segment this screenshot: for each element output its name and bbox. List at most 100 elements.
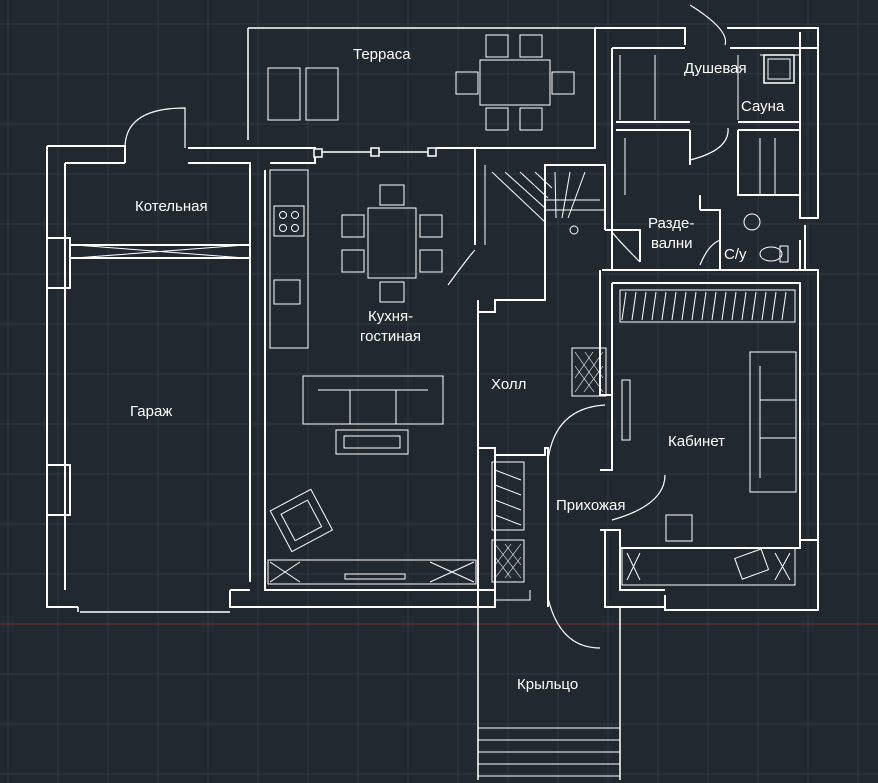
walls: [46, 27, 819, 780]
porch-steps: [478, 727, 620, 777]
stair-steps: [491, 171, 586, 223]
stair-door: [447, 249, 476, 286]
entry-mat: [491, 539, 525, 583]
hall-door: [547, 404, 606, 461]
wardrobe-hatch: [621, 291, 787, 321]
study-chair: [665, 514, 693, 542]
garage-inner-wall: [64, 162, 251, 590]
bath-door: [689, 4, 727, 46]
sofa-cushions: [318, 389, 428, 424]
dressing-door: [611, 231, 641, 263]
study-south-wall: [600, 529, 801, 591]
label-kitchen-line1: Кухня-: [368, 308, 413, 325]
wc-door: [699, 239, 721, 266]
wall-pier: [46, 464, 71, 516]
label-terrace: Терраса: [353, 46, 411, 63]
laptop: [734, 548, 770, 580]
bench-lines: [619, 54, 800, 120]
burner: [291, 211, 299, 219]
sauna-stove: [763, 54, 795, 84]
sauna-bench: [624, 138, 776, 195]
outer-wall-west: [46, 145, 316, 608]
label-porch: Крыльцо: [517, 676, 578, 693]
chair: [341, 249, 365, 273]
entry-partition: [495, 447, 549, 607]
label-kitchen-line2: гостиная: [360, 328, 421, 345]
burner: [279, 224, 287, 232]
hall-mat: [571, 347, 607, 397]
chair: [485, 34, 509, 58]
armchair: [269, 488, 334, 553]
stair-post: [569, 225, 579, 235]
doors: [124, 4, 729, 649]
label-entry-hall: Прихожая: [556, 497, 626, 514]
room-labels: Терраса Душевая Сауна Котельная Разде- в…: [130, 46, 785, 693]
kitchen-counter: [269, 169, 309, 349]
stair-outline: [484, 165, 605, 245]
porch-sides: [477, 607, 621, 780]
sauna-outer: [727, 27, 819, 219]
armchair-seat: [280, 499, 323, 542]
tv-stand: [267, 559, 477, 585]
label-hall: Холл: [491, 376, 526, 393]
study-sofa: [749, 351, 797, 493]
coffee-table-top: [343, 435, 401, 449]
entry-door: [547, 597, 601, 649]
wall-pier: [46, 237, 71, 289]
chair: [419, 249, 443, 273]
burner: [291, 224, 299, 232]
chair: [519, 107, 543, 131]
garage-door: [77, 607, 230, 613]
sauna-wall: [689, 130, 800, 196]
study-inner: [600, 282, 818, 541]
lounger: [267, 67, 301, 121]
chair: [419, 214, 443, 238]
entry-wardrobe: [491, 461, 525, 531]
coffee-table: [335, 429, 409, 455]
label-shower: Душевая: [684, 60, 747, 77]
label-study: Кабинет: [668, 433, 725, 450]
boiler-door: [124, 107, 186, 149]
terrace-outline: [247, 27, 595, 140]
chair: [551, 71, 575, 95]
tv-stand-cross: [269, 561, 475, 583]
lounger: [305, 67, 339, 121]
burner: [279, 211, 287, 219]
entry-wall: [477, 589, 495, 607]
living-walls: [264, 170, 496, 591]
label-boiler-room: Котельная: [135, 198, 208, 215]
stair-walls: [477, 164, 606, 313]
study-outer: [599, 269, 819, 611]
label-wc: С/у: [724, 246, 747, 263]
wc-east-wall: [804, 225, 818, 271]
chair: [485, 107, 509, 131]
terrace-table: [479, 59, 551, 106]
study-sofa-cushions: [759, 366, 796, 478]
dressing-wall: [605, 229, 641, 270]
wash-basin: [743, 213, 761, 231]
shower-sauna-wall: [616, 121, 800, 131]
label-garage: Гараж: [130, 403, 172, 420]
study-wardrobe: [619, 289, 796, 323]
entry-east-wall: [604, 530, 665, 608]
chair: [519, 34, 543, 58]
label-dressing-room-line1: Разде-: [648, 215, 694, 232]
sauna-stove-inner: [767, 58, 791, 80]
furniture: [267, 34, 797, 585]
garage-gate-track: [74, 244, 246, 259]
cooktop: [273, 205, 305, 237]
chair: [455, 71, 479, 95]
shower-door: [689, 127, 729, 161]
desk-cross: [626, 552, 791, 581]
bath-block-west: [436, 27, 686, 149]
chair: [379, 281, 405, 303]
chair: [341, 214, 365, 238]
tv: [344, 573, 406, 580]
label-sauna: Сауна: [741, 98, 785, 115]
wc-walls: [699, 195, 801, 271]
sink: [273, 279, 301, 305]
boiler-partition: [70, 244, 250, 259]
mat-hatching: [494, 351, 604, 579]
